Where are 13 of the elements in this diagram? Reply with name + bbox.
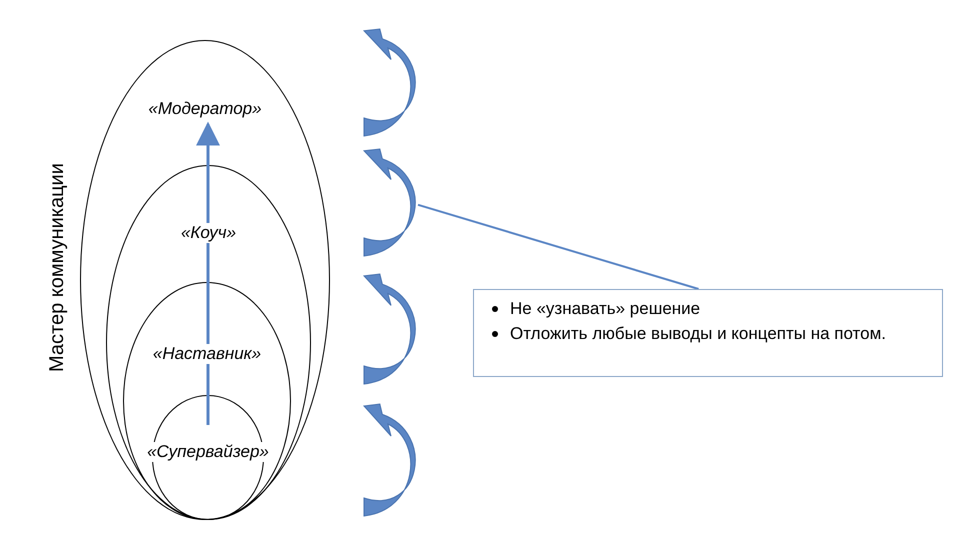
role-label: «Модератор» bbox=[147, 99, 263, 119]
leader-line bbox=[418, 204, 699, 290]
role-label: «Коуч» bbox=[180, 223, 238, 243]
ellipse bbox=[80, 40, 330, 520]
axis-title: Мастер коммуникации bbox=[46, 162, 69, 374]
role-label: «Супервайзер» bbox=[146, 442, 270, 462]
ellipse bbox=[123, 282, 291, 520]
ellipse bbox=[106, 165, 311, 520]
note-box bbox=[473, 289, 943, 377]
arrow bbox=[196, 122, 220, 425]
role-label: «Наставник» bbox=[152, 344, 262, 364]
bullet-text: Отложить любые выводы и концепты на потом. bbox=[510, 324, 886, 343]
bullet-text: Не «узнавать» решение bbox=[510, 299, 700, 318]
